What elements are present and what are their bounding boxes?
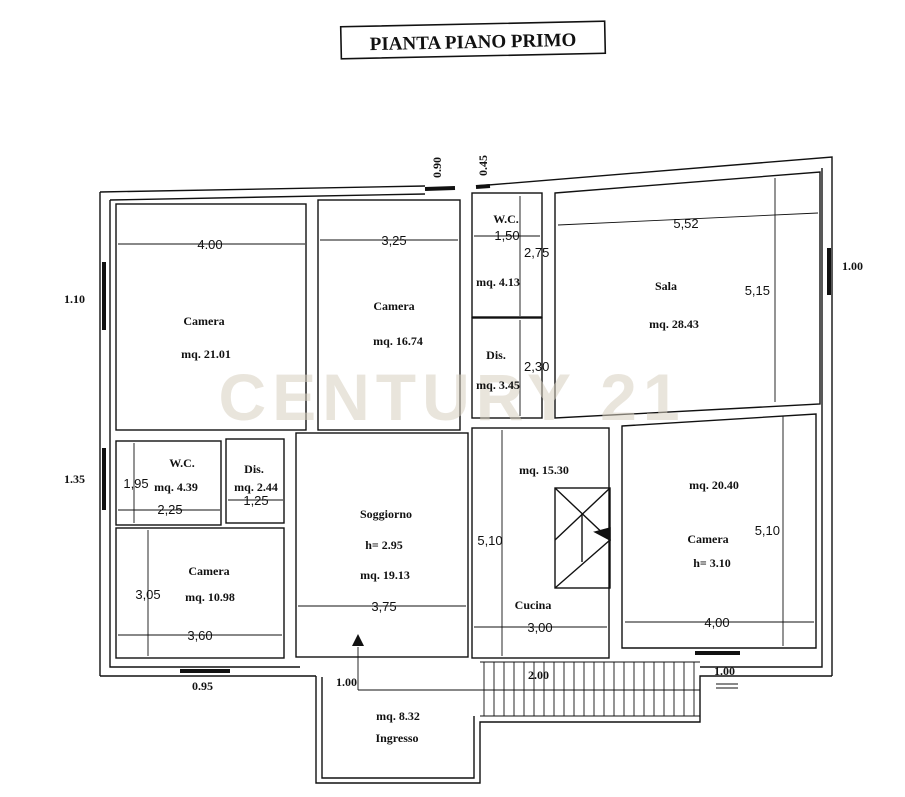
- room-dimension: 3,75: [371, 599, 396, 614]
- room-area: mq. 3.45: [476, 378, 520, 392]
- room-area: mq. 4.13: [476, 275, 520, 289]
- room-name: Soggiorno: [360, 507, 412, 521]
- room-dimension: 2,30: [524, 359, 549, 374]
- dimension-lines: [118, 178, 819, 691]
- opening-width: 0.95: [192, 679, 213, 693]
- room-dimension: 5,10: [755, 523, 780, 538]
- opening-width: 1.00: [336, 675, 357, 689]
- room-height: h= 3.10: [693, 556, 731, 570]
- exterior-stairs: [480, 661, 738, 717]
- room-dimension: 2,25: [157, 502, 182, 517]
- room-area: mq. 16.74: [373, 334, 423, 348]
- room-area: mq. 2.44: [234, 480, 278, 494]
- entry-arrow-icon: [352, 634, 364, 646]
- room-dimension: 3,05: [135, 587, 160, 602]
- room-area: mq. 4.39: [154, 480, 198, 494]
- room-dimension: 4,00: [704, 615, 729, 630]
- room-name: Cucina: [515, 598, 552, 612]
- room-dimension: 3,00: [527, 620, 552, 635]
- room-area: mq. 20.40: [689, 478, 739, 492]
- room-name: W.C.: [169, 456, 195, 470]
- room-dimension: 5,15: [745, 283, 770, 298]
- room-name: W.C.: [493, 212, 519, 226]
- walls: [99, 156, 833, 784]
- room-area: mq. 15.30: [519, 463, 569, 477]
- window-marks: [102, 184, 831, 673]
- room-name: Camera: [188, 564, 229, 578]
- opening-width: 1.00: [842, 259, 863, 273]
- room-name: Camera: [687, 532, 728, 546]
- room-area: mq. 19.13: [360, 568, 410, 582]
- opening-width: 2.00: [528, 668, 549, 682]
- room-dimension: 1,50: [494, 228, 519, 243]
- plan-title: PIANTA PIANO PRIMO: [370, 30, 577, 55]
- room-labels: Camera mq. 21.01 4.00 Camera mq. 16.74 3…: [123, 212, 780, 745]
- watermark: CENTURY 21: [218, 360, 685, 434]
- room-dimension: 3,60: [187, 628, 212, 643]
- room-dimension: 5,10: [477, 533, 502, 548]
- room-name: Dis.: [486, 348, 506, 362]
- room-dimension: 1,25: [243, 493, 268, 508]
- room-dimension: 2,75: [524, 245, 549, 260]
- room-dimension: 1,95: [123, 476, 148, 491]
- room-dimension: 3,25: [381, 233, 406, 248]
- room-height: h= 2.95: [365, 538, 403, 552]
- opening-width: 1.00: [714, 664, 735, 678]
- opening-width: 0.90: [430, 157, 444, 178]
- room-name: Ingresso: [375, 731, 418, 745]
- room-dimension: 4.00: [197, 237, 222, 252]
- room-area: mq. 10.98: [185, 590, 235, 604]
- opening-width: 0.45: [476, 155, 490, 176]
- room-name: Dis.: [244, 462, 264, 476]
- room-name: Camera: [373, 299, 414, 313]
- room-name: Camera: [183, 314, 224, 328]
- room-area: mq. 21.01: [181, 347, 231, 361]
- room-area: mq. 28.43: [649, 317, 699, 331]
- opening-width: 1.10: [64, 292, 85, 306]
- room-area: mq. 8.32: [376, 709, 420, 723]
- room-dimension: 5,52: [673, 216, 698, 231]
- title-box: PIANTA PIANO PRIMO: [339, 20, 607, 60]
- room-name: Sala: [655, 279, 677, 293]
- opening-labels: 0.90 0.45 1.00 1.10 1.35 0.95 1.00 2.00 …: [64, 155, 863, 693]
- opening-width: 1.35: [64, 472, 85, 486]
